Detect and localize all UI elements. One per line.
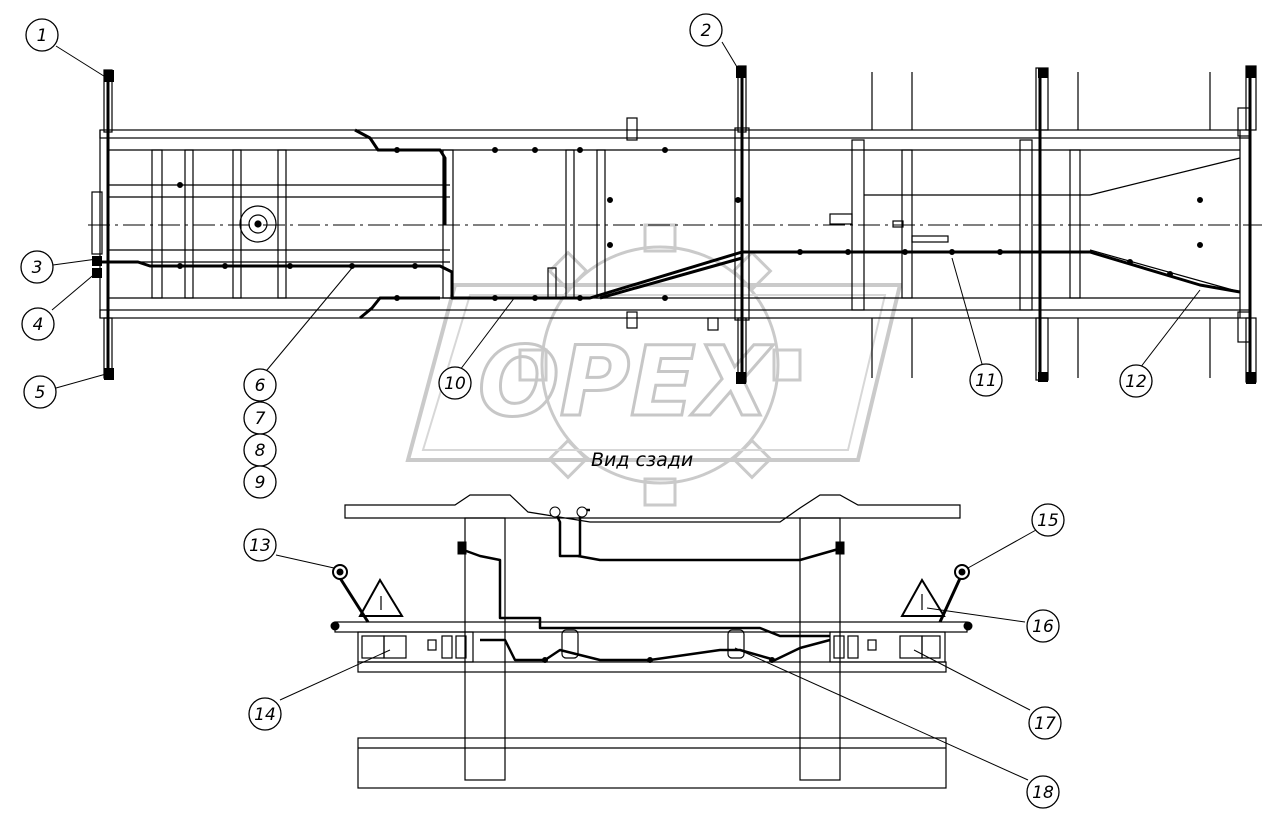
svg-text:5: 5 [35, 383, 46, 403]
svg-text:3: 3 [32, 258, 43, 278]
callout-c13: 13 [243, 528, 277, 562]
leader-lines [51, 41, 1201, 781]
callout-c6: 6 [243, 368, 277, 402]
callout-c18: 18 [1026, 775, 1060, 809]
callout-c5: 5 [23, 375, 57, 409]
callout-c14: 14 [248, 697, 282, 731]
harness-clips [177, 147, 1203, 301]
svg-text:2: 2 [701, 21, 712, 41]
svg-text:1: 1 [37, 26, 48, 46]
wiring-harness-top [100, 70, 1252, 382]
callout-c17: 17 [1028, 706, 1062, 740]
callout-c12: 12 [1119, 364, 1153, 398]
rear-connectors [330, 506, 973, 663]
callout-c2: 2 [689, 13, 723, 47]
svg-text:18: 18 [1032, 783, 1054, 803]
svg-text:16: 16 [1032, 617, 1054, 637]
callout-c11: 11 [969, 363, 1003, 397]
wiring-harness-rear [457, 508, 843, 662]
svg-text:17: 17 [1034, 714, 1056, 734]
svg-text:15: 15 [1037, 511, 1059, 531]
svg-text:8: 8 [255, 441, 266, 461]
watermark-badge [405, 283, 903, 462]
svg-text:7: 7 [255, 409, 266, 429]
callout-c16: 16 [1026, 609, 1060, 643]
rear-view-title: Вид сзади [591, 449, 693, 471]
callout-c1: 1 [25, 18, 59, 52]
rear-view [334, 494, 968, 789]
callout-c4: 4 [21, 307, 55, 341]
callout-c15: 15 [1031, 503, 1065, 537]
watermark: OPEX [405, 223, 903, 507]
svg-text:10: 10 [444, 374, 466, 394]
svg-text:9: 9 [255, 473, 266, 493]
callout-c3: 3 [20, 250, 54, 284]
callout-c9: 9 [243, 465, 277, 499]
svg-text:13: 13 [249, 536, 271, 556]
callout-c10: 10 [438, 366, 472, 400]
svg-text:4: 4 [33, 315, 44, 335]
callout-c8: 8 [243, 433, 277, 467]
svg-text:12: 12 [1125, 372, 1147, 392]
svg-text:11: 11 [975, 371, 997, 391]
callout-c7: 7 [243, 401, 277, 435]
svg-text:14: 14 [254, 705, 276, 725]
svg-text:6: 6 [255, 376, 266, 396]
side-marker-lamps [92, 66, 1256, 384]
watermark-text: OPEX [478, 326, 774, 438]
